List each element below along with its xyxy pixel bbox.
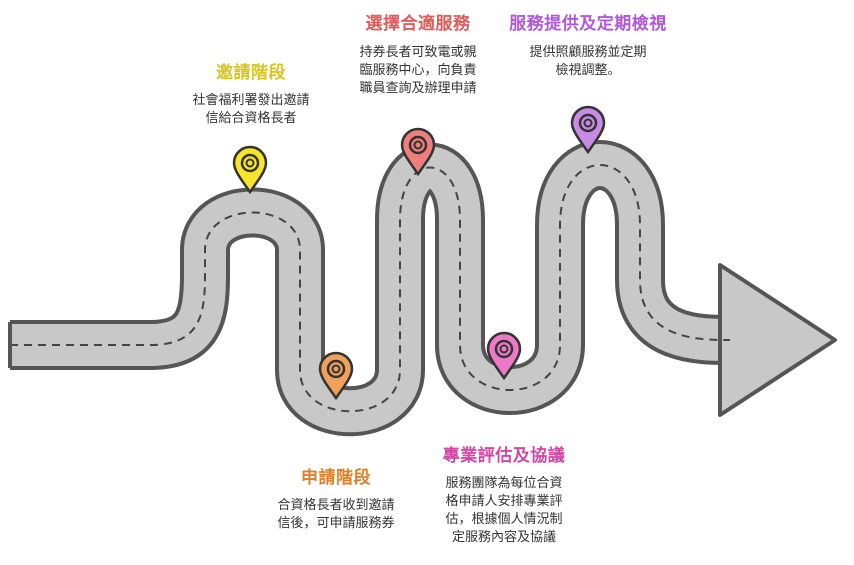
stage-3-location-pin-icon [400, 127, 436, 177]
stage-3-description: 持券長者可致電或親 臨服務中心，向負責 職員查詢及辦理申請 [359, 45, 477, 96]
road-arrow-head [718, 263, 837, 417]
stage-1-title: 邀請階段 [216, 63, 286, 83]
stage-1-description: 社會福利署發出邀請 信給合資格長者 [192, 93, 310, 126]
road-start-cap [8, 322, 12, 368]
stage-5-description: 提供照顧服務並定期 檢視調整。 [529, 45, 647, 78]
stage-2-location-pin-icon [318, 351, 354, 401]
stage-5-location-pin-icon [570, 105, 606, 155]
stage-2-description: 合資格長者收到邀請 信後，可申請服務券 [277, 498, 395, 531]
stage-1-location-pin-icon [232, 145, 268, 195]
stage-5-title: 服務提供及定期檢視 [509, 14, 667, 34]
stage-4-location-pin-icon [486, 331, 522, 381]
stage-4-description: 服務團隊為每位合資 格申請人安排專業評 估，根據個人情況制 定服務內容及協議 [445, 476, 563, 545]
stage-4-title: 專業評估及協議 [442, 446, 566, 466]
stage-2-title: 申請階段 [301, 468, 371, 488]
road-surface [10, 144, 731, 433]
stage-3-title: 選擇合適服務 [365, 14, 471, 34]
